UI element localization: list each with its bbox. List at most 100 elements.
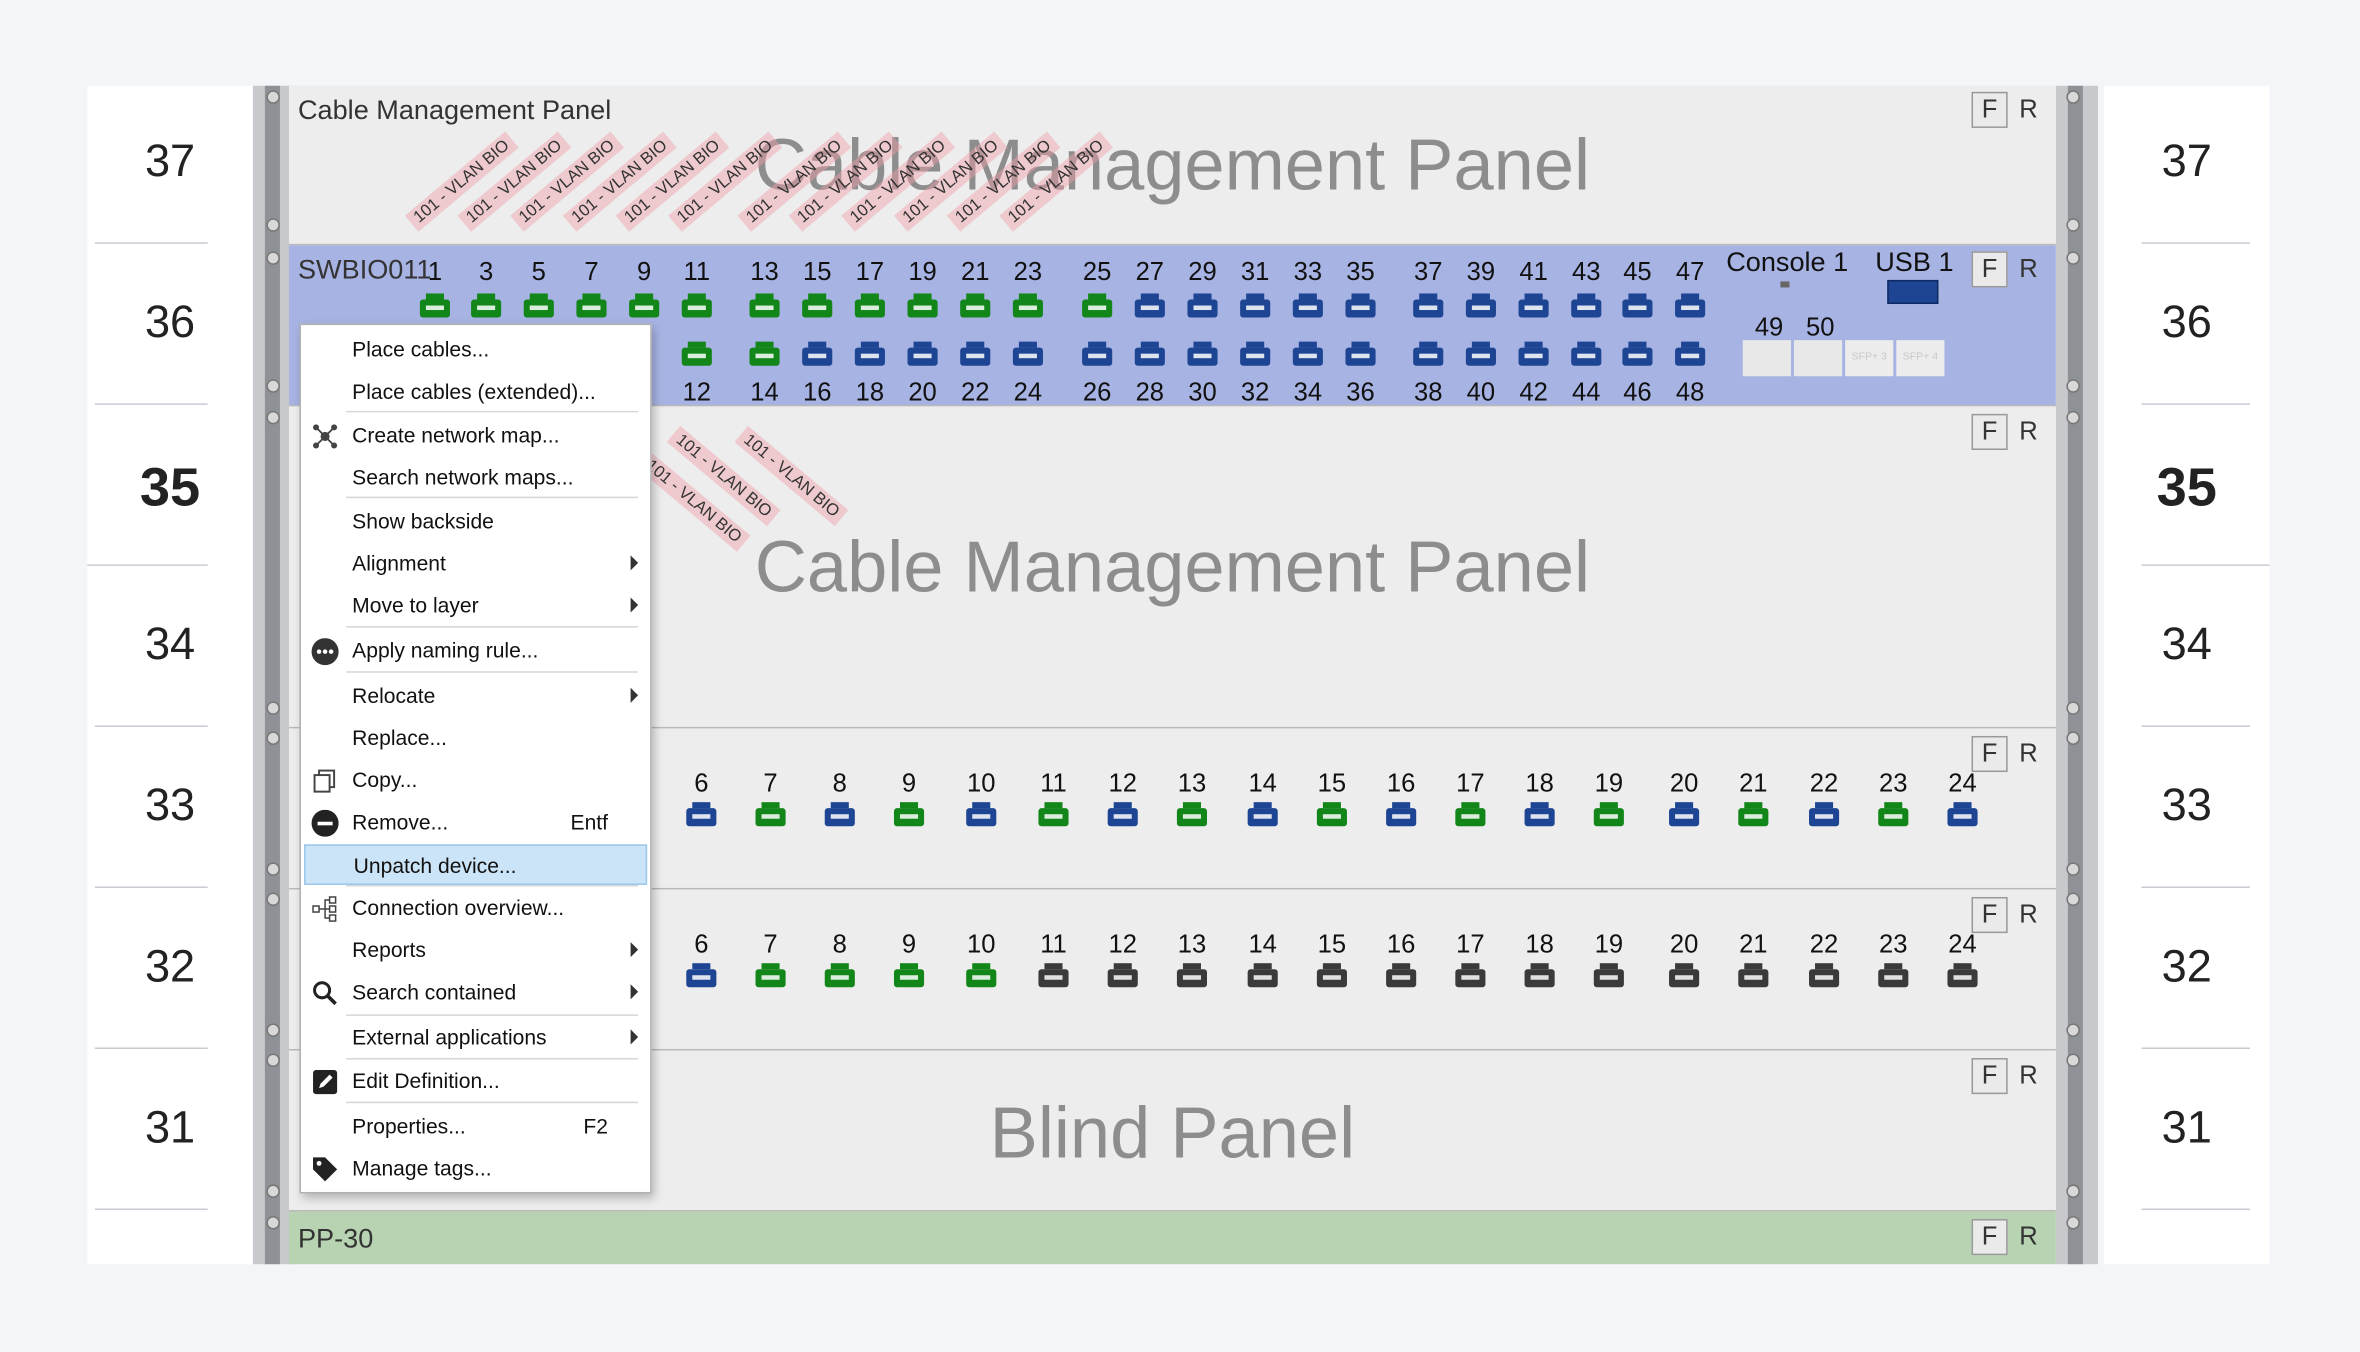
patch-port-9[interactable] [893,963,925,990]
patch-port-11[interactable] [1038,963,1069,990]
menu-item[interactable]: Edit Definition... [304,1061,647,1102]
patch-port-17[interactable] [1455,802,1486,829]
patch-port-19[interactable] [1593,963,1624,990]
front-view-button[interactable]: F [1971,735,2008,773]
patch-port-6[interactable] [686,802,717,829]
switch-port-26[interactable] [1082,341,1113,369]
patch-port-13[interactable] [1176,963,1208,990]
rear-view-button[interactable]: R [2019,254,2038,283]
front-view-button[interactable]: F [1971,1219,2008,1256]
menu-item[interactable]: Replace... [304,718,647,759]
switch-port-5[interactable] [523,293,554,320]
device-pp-30[interactable]: PP-30 F R [288,1211,2056,1265]
switch-port-25[interactable] [1082,293,1113,320]
switch-port-13[interactable] [749,293,780,320]
patch-port-21[interactable] [1738,963,1769,990]
switch-port-12[interactable] [681,341,712,369]
switch-port-22[interactable] [960,341,991,369]
switch-port-7[interactable] [576,293,607,320]
patch-port-8[interactable] [824,802,855,829]
switch-port-33[interactable] [1292,293,1323,320]
sfp-port-49[interactable] [1742,340,1791,377]
patch-port-15[interactable] [1316,802,1347,829]
switch-port-20[interactable] [907,341,938,369]
patch-port-9[interactable] [893,802,925,829]
switch-port-24[interactable] [1012,341,1043,369]
patch-port-18[interactable] [1524,963,1555,990]
rear-view-button[interactable]: R [2019,1222,2038,1251]
patch-port-7[interactable] [755,802,786,829]
switch-port-29[interactable] [1187,293,1218,320]
switch-port-32[interactable] [1240,341,1271,369]
switch-port-27[interactable] [1134,293,1165,320]
patch-port-14[interactable] [1247,802,1278,829]
switch-port-11[interactable] [681,293,712,320]
patch-port-19[interactable] [1593,802,1624,829]
menu-item[interactable]: Relocate [304,676,647,717]
switch-port-21[interactable] [960,293,991,320]
menu-item[interactable]: Copy... [304,760,647,801]
rear-view-button[interactable]: R [2019,416,2038,446]
patch-port-13[interactable] [1176,802,1208,829]
switch-port-41[interactable] [1518,293,1549,320]
menu-item[interactable]: Manage tags... [304,1148,647,1189]
menu-item[interactable]: Show backside [304,501,647,542]
menu-item[interactable]: Search network maps... [304,458,647,499]
switch-port-39[interactable] [1465,293,1496,320]
rear-view-button[interactable]: R [2019,738,2038,768]
rear-view-button[interactable]: R [2019,1061,2038,1090]
switch-port-38[interactable] [1413,341,1444,369]
patch-port-7[interactable] [755,963,786,990]
front-view-button[interactable]: F [1971,896,2008,934]
front-view-button[interactable]: F [1971,91,2008,128]
patch-port-12[interactable] [1107,963,1138,990]
switch-port-23[interactable] [1012,293,1043,320]
menu-item[interactable]: Alignment [304,543,647,584]
patch-port-20[interactable] [1669,802,1700,829]
patch-port-24[interactable] [1947,802,1978,829]
patch-port-11[interactable] [1038,802,1069,829]
patch-port-14[interactable] [1247,963,1278,990]
sfp-port-3[interactable]: SFP+ 3 [1845,340,1894,377]
switch-port-37[interactable] [1413,293,1444,320]
switch-port-31[interactable] [1240,293,1271,320]
front-view-button[interactable]: F [1971,1058,2008,1095]
menu-item[interactable]: Unpatch device... [304,844,648,885]
menu-item[interactable]: Place cables (extended)... [304,372,647,413]
switch-port-45[interactable] [1622,293,1653,320]
switch-port-40[interactable] [1465,341,1496,369]
sfp-port-50[interactable] [1793,340,1843,377]
patch-port-10[interactable] [966,802,997,829]
patch-port-22[interactable] [1809,963,1840,990]
patch-port-12[interactable] [1107,802,1138,829]
switch-port-28[interactable] [1134,341,1165,369]
menu-item[interactable]: Connection overview... [304,888,647,929]
menu-item[interactable]: Place cables... [304,330,647,371]
front-view-button[interactable]: F [1971,413,2008,450]
switch-port-47[interactable] [1675,293,1706,320]
menu-item[interactable]: Reports [304,930,647,971]
patch-port-8[interactable] [824,963,855,990]
switch-port-34[interactable] [1292,341,1323,369]
switch-port-36[interactable] [1345,341,1376,369]
patch-port-6[interactable] [686,963,717,990]
menu-item[interactable]: Remove...Entf [304,802,647,843]
patch-port-20[interactable] [1669,963,1700,990]
switch-port-16[interactable] [802,341,833,369]
patch-port-21[interactable] [1738,802,1769,829]
sfp-port-4[interactable]: SFP+ 4 [1896,340,1945,377]
switch-port-35[interactable] [1345,293,1376,320]
switch-port-19[interactable] [907,293,938,320]
switch-port-9[interactable] [629,293,660,320]
switch-port-14[interactable] [749,341,780,369]
switch-port-17[interactable] [854,293,885,320]
rear-view-button[interactable]: R [2019,899,2038,929]
patch-port-16[interactable] [1386,802,1417,829]
switch-port-44[interactable] [1571,341,1602,369]
menu-item[interactable]: Apply naming rule... [304,631,647,672]
menu-item[interactable]: External applications [304,1017,647,1058]
patch-port-17[interactable] [1455,963,1486,990]
menu-item[interactable]: Search contained [304,972,647,1013]
switch-port-42[interactable] [1518,341,1549,369]
